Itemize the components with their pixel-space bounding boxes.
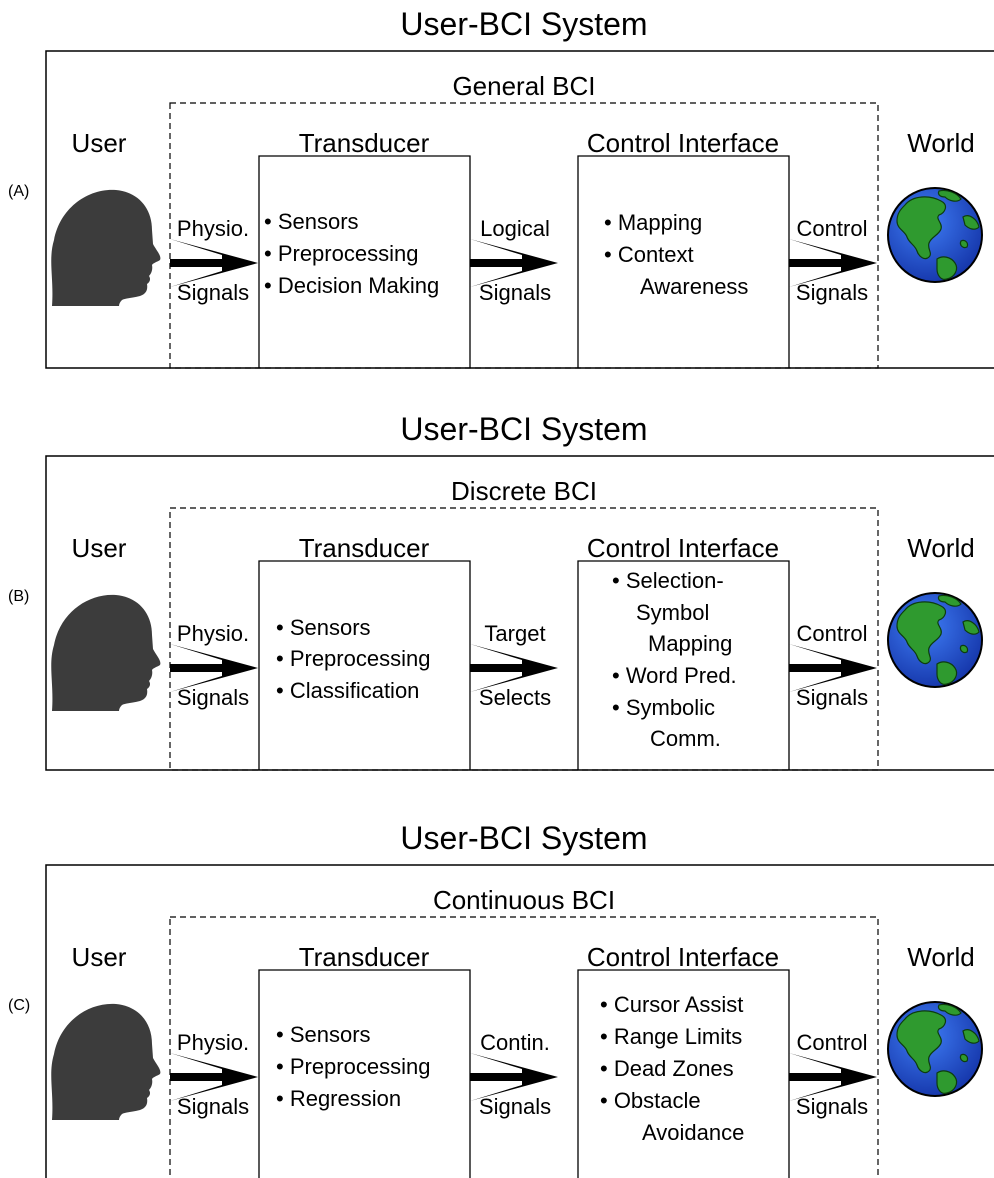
transducer-title: Transducer — [299, 533, 430, 563]
arrow-label-bottom: Selects — [479, 685, 551, 710]
arrow-label-top: Physio. — [177, 1030, 249, 1055]
system-frame — [45, 864, 994, 1178]
system-frame — [45, 455, 994, 771]
human-head-silhouette-icon — [51, 1003, 161, 1120]
transducer-item: • Regression — [276, 1086, 401, 1111]
transducer-title: Transducer — [299, 128, 430, 158]
transducer-item: • Preprocessing — [264, 241, 418, 266]
bci-dashed-box — [169, 102, 879, 369]
arrow-label-top: Control — [797, 621, 868, 646]
globe-icon — [887, 592, 983, 688]
transducer-item: • Sensors — [276, 615, 371, 640]
control-interface-item: • Dead Zones — [600, 1056, 734, 1081]
bci-dashed-box — [169, 507, 879, 771]
control-interface-title: Control Interface — [587, 533, 779, 563]
arrow-label-top: Control — [797, 1030, 868, 1055]
arrow-label-top: Logical — [480, 216, 550, 241]
user-label: User — [72, 533, 127, 563]
arrow-label-top: Contin. — [480, 1030, 550, 1055]
human-head-silhouette-icon — [51, 594, 161, 711]
transducer-item: • Classification — [276, 678, 419, 703]
bci-dashed-box — [169, 916, 879, 1178]
world-label: World — [907, 533, 974, 563]
arrow-label-top: Physio. — [177, 216, 249, 241]
panel-label: (A) — [8, 183, 29, 200]
control-interface-item: • Mapping — [604, 210, 702, 235]
control-interface-item: • Obstacle — [600, 1088, 701, 1113]
bci-title: General BCI — [452, 71, 595, 101]
transducer-item: • Preprocessing — [276, 1054, 430, 1079]
control-interface-item: • Selection- — [612, 568, 724, 593]
globe-icon — [887, 1001, 983, 1097]
transducer-item: • Sensors — [276, 1022, 371, 1047]
user-label: User — [72, 128, 127, 158]
control-interface-item: • Symbolic — [612, 695, 715, 720]
arrow-label-bottom: Signals — [177, 685, 249, 710]
transducer-item: • Sensors — [264, 209, 359, 234]
arrow-label-bottom: Signals — [177, 280, 249, 305]
arrow-label-bottom: Signals — [479, 280, 551, 305]
human-head-silhouette-icon — [51, 189, 161, 306]
arrow-label-bottom: Signals — [796, 1094, 868, 1119]
arrow-label-top: Control — [797, 216, 868, 241]
control-interface-title: Control Interface — [587, 128, 779, 158]
bci-title: Continuous BCI — [433, 885, 615, 915]
control-interface-item: Symbol — [636, 600, 709, 625]
arrow-label-top: Physio. — [177, 621, 249, 646]
system-title: User-BCI System — [400, 6, 647, 42]
control-interface-item: • Cursor Assist — [600, 992, 743, 1017]
arrow-label-bottom: Signals — [479, 1094, 551, 1119]
system-title: User-BCI System — [400, 820, 647, 856]
control-interface-title: Control Interface — [587, 942, 779, 972]
world-label: World — [907, 128, 974, 158]
arrow-label-top: Target — [484, 621, 545, 646]
transducer-title: Transducer — [299, 942, 430, 972]
globe-icon — [887, 187, 983, 283]
arrow-label-bottom: Signals — [796, 685, 868, 710]
system-title: User-BCI System — [400, 411, 647, 447]
panel-label: (C) — [8, 997, 30, 1014]
transducer-item: • Preprocessing — [276, 646, 430, 671]
user-label: User — [72, 942, 127, 972]
transducer-item: • Decision Making — [264, 273, 439, 298]
arrow-label-bottom: Signals — [177, 1094, 249, 1119]
control-interface-item: Awareness — [640, 274, 748, 299]
control-interface-item: • Word Pred. — [612, 663, 737, 688]
bci-title: Discrete BCI — [451, 476, 597, 506]
control-interface-item: Mapping — [648, 631, 732, 656]
control-interface-item: • Range Limits — [600, 1024, 742, 1049]
world-label: World — [907, 942, 974, 972]
panel-label: (B) — [8, 588, 29, 605]
control-interface-item: • Context — [604, 242, 694, 267]
control-interface-item: Avoidance — [642, 1120, 744, 1145]
arrow-label-bottom: Signals — [796, 280, 868, 305]
control-interface-item: Comm. — [650, 726, 721, 751]
